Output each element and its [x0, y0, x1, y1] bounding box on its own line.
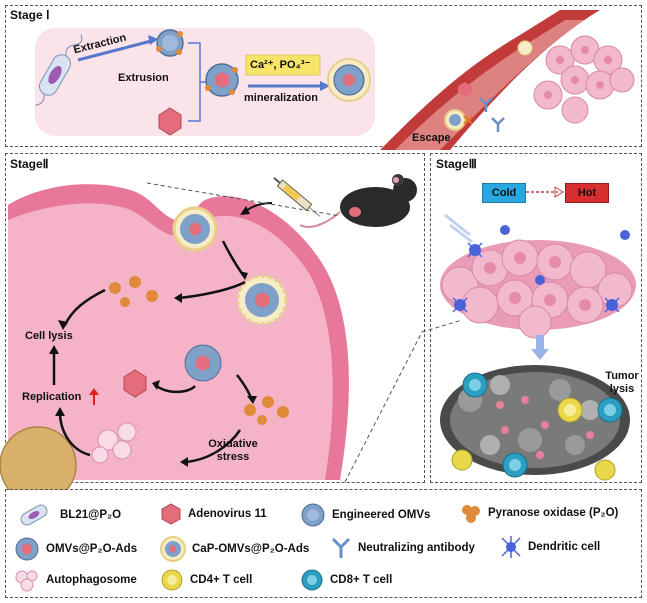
tumor-lysis-label: Tumor lysis: [605, 370, 639, 395]
mineralization-label: mineralization: [244, 92, 318, 104]
stage1-title: Stage Ⅰ: [10, 8, 50, 22]
legend-autophagosome: Autophagosome: [14, 568, 137, 592]
legend-omvs-label: Engineered OMVs: [332, 509, 431, 521]
replication-label: Replication: [22, 391, 82, 403]
extrusion-label: Extrusion: [118, 72, 169, 84]
legend-omvs-p2o-ads-label: OMVs@P₂O-Ads: [46, 543, 138, 555]
adenovirus-icon: [161, 503, 181, 525]
dendritic-cell-icon: [501, 536, 521, 558]
legend-panel: [5, 489, 642, 598]
escape-label: Escape: [412, 132, 451, 144]
legend-cd8: CD8+ T cell: [300, 568, 392, 592]
bacterium-icon: [20, 504, 48, 526]
hot-label: Hot: [577, 187, 597, 199]
t-cells: [451, 372, 623, 481]
svg-text:✕: ✕: [462, 112, 474, 128]
cold-label: Cold: [491, 187, 517, 199]
legend-cap-omvs-label: CaP-OMVs@P₂O-Ads: [192, 543, 310, 555]
autophagosome-icon: [15, 570, 38, 592]
cd8-t-cell-icon: [301, 569, 323, 591]
enzyme-icon: [462, 505, 480, 523]
reagent-box: [245, 54, 321, 76]
legend-dendritic: Dendritic cell: [500, 536, 600, 558]
stage2-panel: [5, 153, 425, 483]
legend-bl21-label: BL21@P₂O: [60, 509, 122, 521]
lysed-tumor: [440, 365, 630, 475]
autophagosomes: [91, 422, 137, 464]
entering-particle: [172, 206, 218, 252]
omv-icon: [301, 503, 325, 527]
stage3-title: StageⅢ: [436, 157, 477, 171]
cell-lysis-label: Cell lysis: [25, 330, 73, 342]
oxidative-stress-label: Oxidative stress: [208, 438, 258, 463]
legend-dendritic-label: Dendritic cell: [528, 541, 601, 553]
legend-p2o-label: Pyranose oxidase (P₂O): [488, 507, 619, 519]
nucleus: [0, 426, 77, 490]
antibody-icon: [331, 537, 351, 558]
stage2-title: StageⅡ: [10, 157, 49, 171]
tumor-cluster: [533, 35, 635, 124]
cold-box: Cold: [482, 183, 526, 203]
adenovirus-icon: [158, 107, 182, 136]
legend-antibody: Neutralizing antibody: [330, 536, 475, 560]
stage3-graphic: [440, 186, 636, 481]
released-virus: [123, 369, 147, 398]
stage2-graphic: [0, 174, 463, 490]
legend-adenovirus: Adenovirus 11: [160, 502, 267, 526]
omv-virus-icon: [15, 537, 39, 561]
dissolving-particle: [236, 274, 288, 326]
cd4-t-cell-icon: [161, 569, 183, 591]
legend-cap-omvs: CaP-OMVs@P₂O-Ads: [160, 536, 309, 562]
released-omv: [184, 344, 222, 382]
omv-virus-icon: [205, 63, 239, 97]
legend-autophagosome-label: Autophagosome: [46, 574, 137, 586]
legend-bl21: BL21@P₂O: [14, 502, 121, 528]
legend-omvs: Engineered OMVs: [300, 502, 430, 528]
cap-omv-icon: [160, 536, 186, 562]
legend-p2o: Pyranose oxidase (P₂O): [460, 502, 618, 524]
enzyme-cluster-top: [109, 276, 158, 307]
tumor-tissue: [440, 239, 636, 339]
bacterium-icon: [35, 34, 83, 106]
stage1-panel: [5, 5, 642, 147]
legend-omvs-p2o-ads: OMVs@P₂O-Ads: [14, 536, 137, 562]
legend-cd4-label: CD4+ T cell: [190, 574, 253, 586]
stage3-panel: [430, 153, 642, 483]
legend-cd4: CD4+ T cell: [160, 568, 252, 592]
enzyme-cluster-right: [244, 396, 289, 425]
legend-adenovirus-label: Adenovirus 11: [188, 508, 267, 520]
reagent-label: Ca²⁺, PO₄³⁻: [250, 59, 311, 71]
legend-antibody-label: Neutralizing antibody: [358, 542, 475, 554]
legend-cd8-label: CD8+ T cell: [330, 574, 393, 586]
hot-box: Hot: [565, 183, 609, 203]
omv-icon: [156, 29, 184, 57]
stage1-graphic: ✕: [35, 10, 635, 150]
cap-omv-icon: [327, 58, 371, 102]
